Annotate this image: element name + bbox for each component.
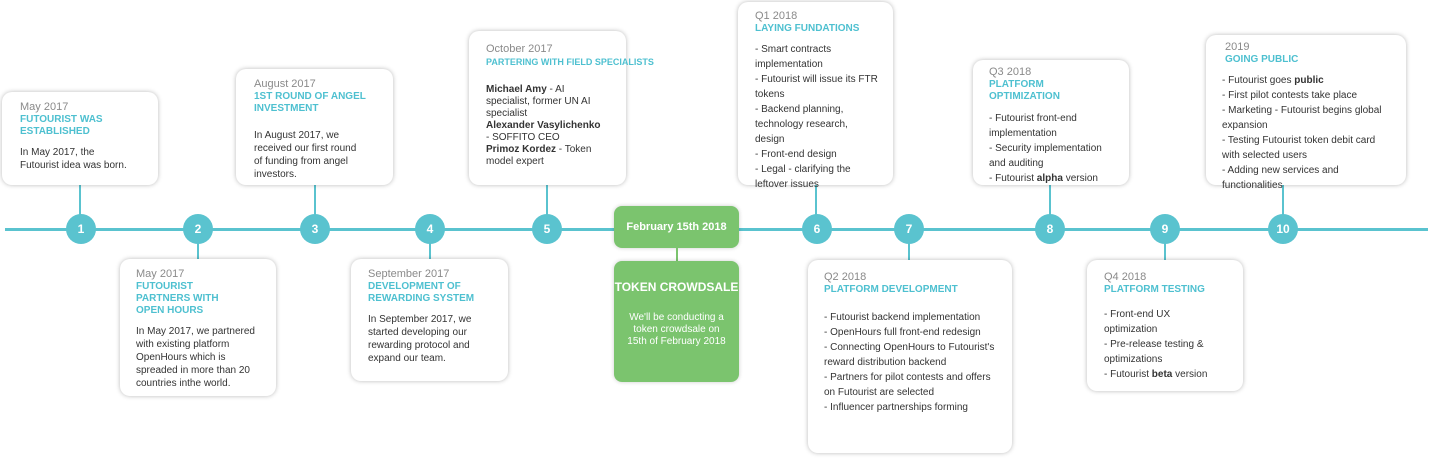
list-item: - Pre-release testing & optimizations bbox=[1104, 339, 1204, 365]
card-date: May 2017 bbox=[20, 101, 69, 113]
crowdsale-title: TOKEN CROWDSALE bbox=[614, 280, 739, 294]
card-date: August 2017 bbox=[254, 78, 316, 90]
card-text: In May 2017, the Futourist idea was born… bbox=[20, 147, 127, 171]
list-item: - Futourist goes public bbox=[1222, 75, 1324, 86]
card-date: October 2017 bbox=[486, 43, 553, 55]
milestone-card-10: 2019 GOING PUBLIC - Futourist goes publi… bbox=[1206, 35, 1406, 191]
crowdsale-text: We'll be conducting a token crowdsale on… bbox=[627, 312, 726, 347]
card-date: September 2017 bbox=[368, 268, 450, 280]
connector-9 bbox=[1164, 243, 1166, 260]
milestone-node-7[interactable]: 7 bbox=[894, 214, 924, 244]
list-item: - Marketing - Futourist begins global ex… bbox=[1222, 105, 1382, 131]
milestone-node-5[interactable]: 5 bbox=[532, 214, 562, 244]
crowdsale-card: TOKEN CROWDSALE We'll be conducting a to… bbox=[614, 261, 739, 382]
card-items: - Futourist front-end implementation - S… bbox=[989, 111, 1121, 186]
card-date: Q1 2018 bbox=[755, 10, 798, 22]
milestone-card-2: May 2017 FUTOURIST PARTNERS WITH OPEN HO… bbox=[120, 259, 276, 396]
card-items: - Futourist goes public - First pilot co… bbox=[1222, 73, 1394, 193]
card-items: - Futourist backend implementation - Ope… bbox=[824, 310, 996, 415]
specialist-entry: Primoz Kordez - Token model expert bbox=[486, 144, 592, 167]
connector-2 bbox=[197, 243, 199, 260]
list-item: - Influencer partnerships forming bbox=[824, 402, 968, 413]
milestone-node-8[interactable]: 8 bbox=[1035, 214, 1065, 244]
card-heading: PARTERING WITH FIELD SPECIALISTS bbox=[486, 57, 654, 67]
milestone-card-4: September 2017 DEVELOPMENT OF REWARDING … bbox=[351, 259, 508, 381]
card-heading: FUTOURIST PARTNERS WITH OPEN HOURS bbox=[136, 281, 219, 316]
card-date: 2019 bbox=[1225, 41, 1250, 53]
milestone-card-3: August 2017 1ST ROUND OF ANGEL INVESTMEN… bbox=[236, 69, 393, 185]
card-heading: FUTOURIST WAS ESTABLISHED bbox=[20, 114, 103, 137]
card-heading: PLATFORM OPTIMIZATION bbox=[989, 79, 1060, 102]
connector-1 bbox=[79, 185, 81, 215]
milestone-card-1: May 2017 FUTOURIST WAS ESTABLISHED In Ma… bbox=[2, 92, 158, 185]
connector-5 bbox=[546, 185, 548, 215]
card-heading: DEVELOPMENT OF REWARDING SYSTEM bbox=[368, 281, 475, 304]
milestone-card-5: October 2017 PARTERING WITH FIELD SPECIA… bbox=[469, 31, 654, 185]
connector-3 bbox=[314, 185, 316, 215]
card-heading: 1ST ROUND OF ANGEL INVESTMENT bbox=[254, 91, 366, 114]
card-items: - Smart contracts implementation - Futou… bbox=[755, 42, 880, 192]
list-item: - Partners for pilot contests and offers… bbox=[824, 372, 991, 398]
card-date: Q3 2018 bbox=[989, 66, 1032, 78]
specialist-entry: Alexander Vasylichenko - SOFFITO CEO bbox=[486, 120, 601, 143]
list-item: - Connecting OpenHours to Futourist's re… bbox=[824, 342, 995, 368]
card-heading: PLATFORM DEVELOPMENT bbox=[824, 284, 958, 295]
connector-10 bbox=[1282, 185, 1284, 215]
card-heading: LAYING FUNDATIONS bbox=[755, 23, 860, 34]
crowdsale-connector bbox=[676, 248, 678, 262]
list-item: - Futourist alpha version bbox=[989, 173, 1098, 184]
milestone-card-9: Q4 2018 PLATFORM TESTING - Front-end UX … bbox=[1087, 260, 1243, 391]
list-item: - Futourist beta version bbox=[1104, 369, 1208, 380]
milestone-node-1[interactable]: 1 bbox=[66, 214, 96, 244]
list-item: - Security implementation and auditing bbox=[989, 143, 1102, 169]
list-item: - Smart contracts implementation bbox=[755, 44, 832, 70]
card-items: - Front-end UX optimization - Pre-releas… bbox=[1104, 307, 1216, 382]
card-text: In September 2017, we started developing… bbox=[368, 314, 472, 364]
list-item: - Futourist will issue its FTR tokens bbox=[755, 74, 878, 100]
specialist-entry: Michael Amy - AI specialist, former UN A… bbox=[486, 84, 591, 119]
milestone-node-2[interactable]: 2 bbox=[183, 214, 213, 244]
crowdsale-date-badge: February 15th 2018 bbox=[614, 206, 739, 248]
list-item: - Futourist front-end implementation bbox=[989, 113, 1077, 139]
connector-4 bbox=[429, 243, 431, 260]
list-item: - Adding new services and functionalitie… bbox=[1222, 165, 1339, 191]
specialists-list: Michael Amy - AI specialist, former UN A… bbox=[486, 84, 604, 168]
connector-8 bbox=[1049, 185, 1051, 215]
milestone-node-6[interactable]: 6 bbox=[802, 214, 832, 244]
card-date: Q2 2018 bbox=[824, 271, 867, 283]
list-item: - Legal - clarifying the leftover issues bbox=[755, 164, 851, 190]
milestone-card-7: Q2 2018 PLATFORM DEVELOPMENT - Futourist… bbox=[808, 260, 1012, 453]
card-date: May 2017 bbox=[136, 268, 185, 280]
milestone-card-8: Q3 2018 PLATFORM OPTIMIZATION - Futouris… bbox=[973, 60, 1129, 185]
list-item: - Testing Futourist token debit card wit… bbox=[1222, 135, 1376, 161]
list-item: - Front-end design bbox=[755, 149, 837, 160]
milestone-node-9[interactable]: 9 bbox=[1150, 214, 1180, 244]
milestone-card-6: Q1 2018 LAYING FUNDATIONS - Smart contra… bbox=[738, 2, 893, 190]
list-item: - Futourist backend implementation bbox=[824, 312, 981, 323]
connector-6 bbox=[815, 185, 817, 215]
milestone-node-10[interactable]: 10 bbox=[1268, 214, 1298, 244]
list-item: - Front-end UX optimization bbox=[1104, 309, 1171, 335]
list-item: - First pilot contests take place bbox=[1222, 90, 1358, 101]
card-date: Q4 2018 bbox=[1104, 271, 1147, 283]
milestone-node-4[interactable]: 4 bbox=[415, 214, 445, 244]
card-text: In August 2017, we received our first ro… bbox=[254, 130, 357, 180]
list-item: - Backend planning, technology research,… bbox=[755, 104, 848, 145]
list-item: - OpenHours full front-end redesign bbox=[824, 327, 981, 338]
milestone-node-3[interactable]: 3 bbox=[300, 214, 330, 244]
card-heading: PLATFORM TESTING bbox=[1104, 284, 1205, 295]
connector-7 bbox=[908, 243, 910, 260]
card-heading: GOING PUBLIC bbox=[1225, 54, 1299, 65]
card-text: In May 2017, we partnered with existing … bbox=[136, 326, 255, 389]
